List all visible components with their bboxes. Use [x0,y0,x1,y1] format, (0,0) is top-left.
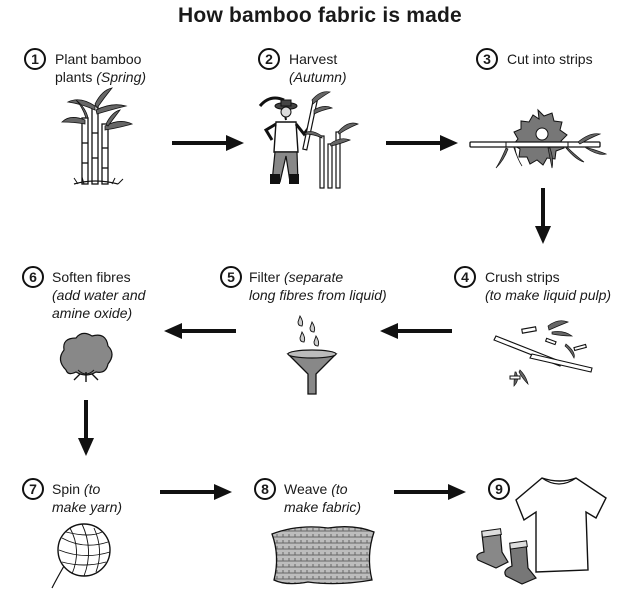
step-number: 3 [476,48,498,70]
step-label: Crush strips (to make liquid pulp) [485,269,612,303]
cotton-fibre-icon [59,332,113,382]
arrow-8-to-9 [394,484,466,500]
farmer-harvesting-icon [258,91,359,189]
step-number: 4 [454,266,476,288]
arrow-4-to-5 [380,323,452,339]
arrow-6-to-7 [78,400,94,456]
diagram-title: How bamboo fabric is made [178,4,462,27]
step-label: Filter (separate long fibres from liquid… [249,269,387,303]
arrow-3-to-4 [535,188,551,244]
funnel-filter-icon [286,314,338,395]
arrow-1-to-2 [172,135,244,151]
arrow-2-to-3 [386,135,458,151]
step-label: Soften fibres (add water and amine oxide… [52,269,146,321]
step-number: 8 [254,478,276,500]
crushed-bamboo-icon [493,320,593,387]
step-number: 7 [22,478,44,500]
step-label: Weave (to make fabric) [284,481,362,515]
step-label: Spin (to make yarn) [52,481,123,515]
arrow-5-to-6 [164,323,236,339]
woven-fabric-icon [271,526,375,585]
bamboo-plant-icon [61,87,134,185]
step-number: 6 [22,266,44,288]
step-number: 1 [24,48,46,70]
step-number: 5 [220,266,242,288]
step-label: Harvest (Autumn) [289,51,347,85]
step-number: 9 [488,478,510,500]
yarn-ball-icon [51,523,111,589]
step-number: 2 [258,48,280,70]
step-label: Plant bamboo plants (Spring) [55,51,147,85]
step-label: Cut into strips [507,51,593,67]
saw-cutting-bamboo-icon [469,108,608,169]
tshirt-and-socks-icon [476,477,607,585]
arrow-7-to-8 [160,484,232,500]
